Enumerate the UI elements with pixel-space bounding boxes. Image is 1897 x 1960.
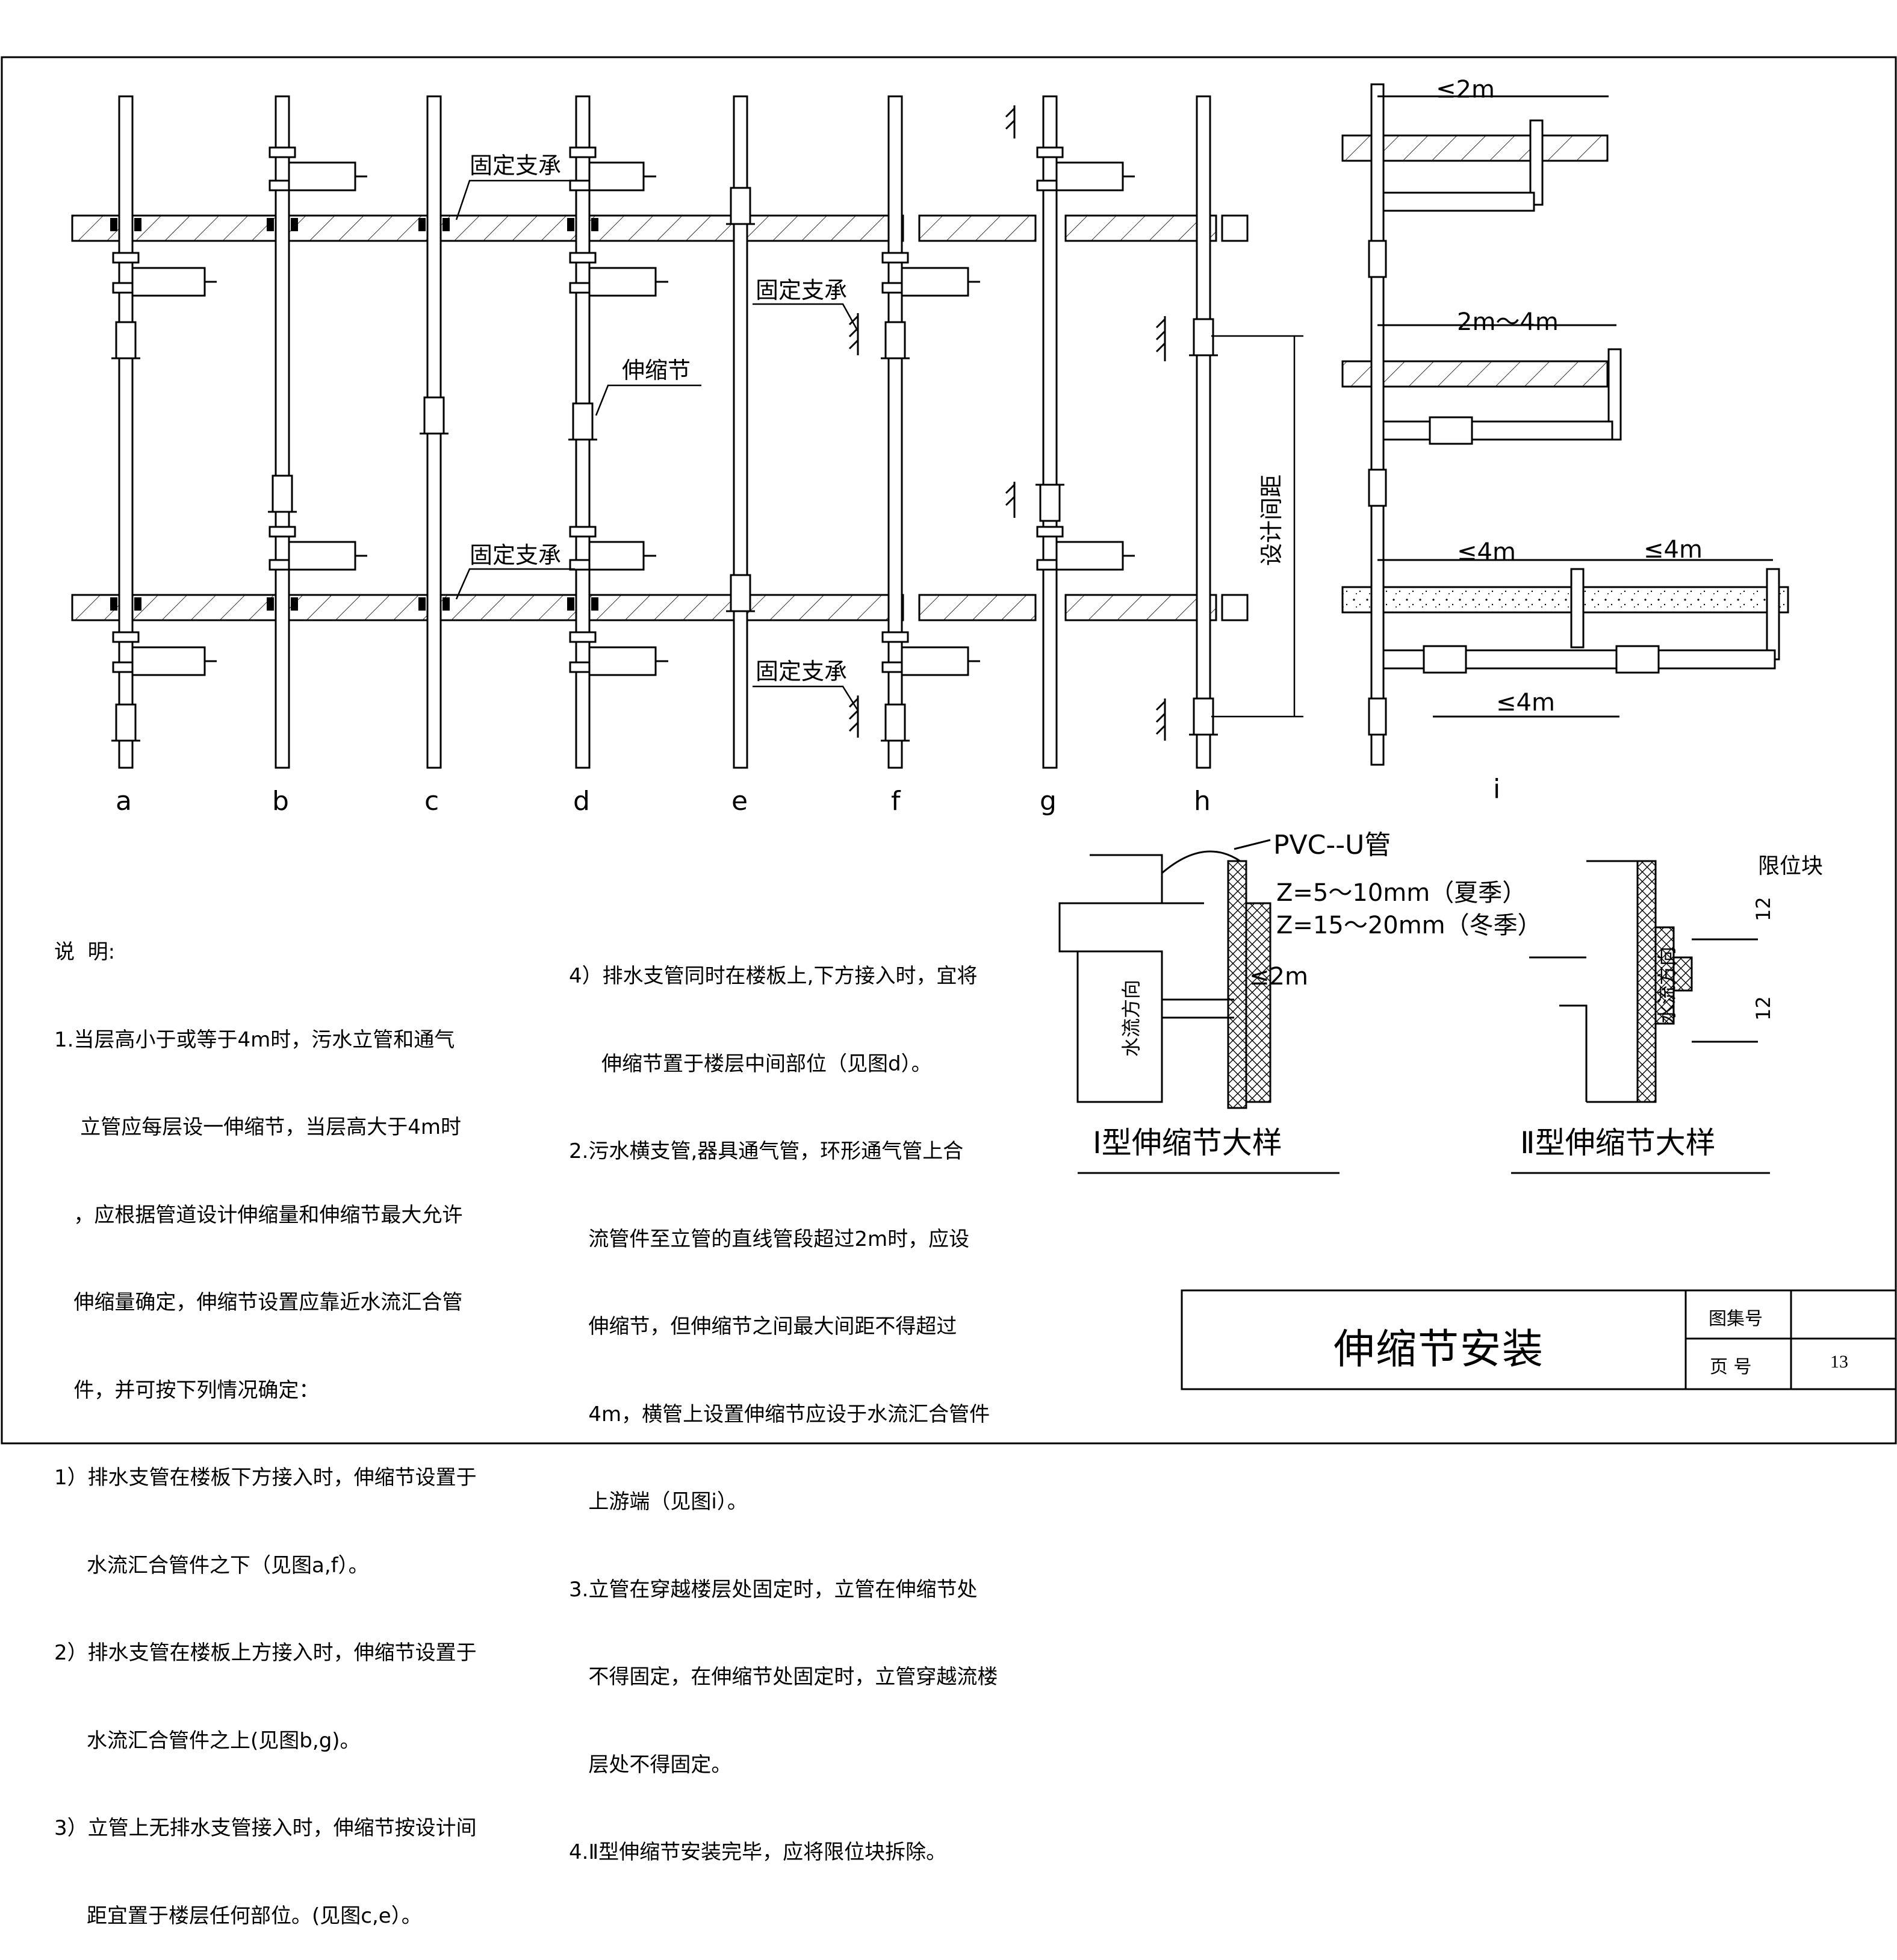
- label-le2m-detail: ≤2m: [1249, 963, 1308, 991]
- label-fixed-support-1: 固定支承: [470, 152, 561, 179]
- label-fixed-support-4: 固定支承: [756, 658, 847, 685]
- notes-line: 流管件至立管的直线管段超过2m时，应设: [569, 1227, 970, 1251]
- notes-line: 1.当层高小于或等于4m时，污水立管和通气: [54, 1027, 455, 1052]
- label-dim-12-upper: 12: [1752, 897, 1775, 921]
- column-label-i: i: [1493, 774, 1500, 804]
- label-water-flow-2: 水流方向: [1656, 947, 1678, 1024]
- design-spacing-dimension: [1211, 335, 1303, 718]
- notes-line: 2.污水横支管,器具通气管，环形通气管上合: [569, 1139, 964, 1163]
- notes-line: 距宜置于楼层任何部位。(见图c,e）。: [54, 1903, 422, 1928]
- label-pvc-u: PVC--U管: [1273, 830, 1391, 860]
- notes-line: 3.立管在穿越楼层处固定时，立管在伸缩节处: [569, 1577, 978, 1602]
- notes-line: 不得固定，在伸缩节处固定时，立管穿越流楼: [569, 1665, 998, 1689]
- detail-type-1: [1058, 839, 1271, 1109]
- atlas-number-label: 图集号: [1709, 1308, 1763, 1330]
- fixed-supports: [110, 218, 598, 611]
- column-label-f: f: [891, 786, 901, 817]
- label-design-spacing: 设计间距: [1258, 474, 1285, 566]
- column-label-h: h: [1194, 786, 1211, 817]
- dim-i-middle: 2m～4m: [1457, 308, 1559, 336]
- notes-line: 伸缩量确定，伸缩节设置应靠近水流汇合管: [54, 1290, 463, 1314]
- branch-tees: [112, 146, 1135, 676]
- label-fixed-support-2: 固定支承: [470, 542, 561, 568]
- expansion-joints: [111, 187, 1218, 742]
- column-label-b: b: [272, 786, 289, 817]
- drawing-sheet: 固定支承 固定支承 固定支承 固定支承 伸缩节 设计间距 a b c d e f…: [1, 56, 1897, 1445]
- notes-line: ，应根据管道设计伸缩量和伸缩节最大允许: [54, 1202, 463, 1227]
- wall-supports: [848, 105, 1166, 741]
- dim-i-bottom: ≤4m: [1496, 689, 1555, 717]
- notes-line: 3）立管上无排水支管接入时，伸缩节按设计间: [54, 1816, 477, 1840]
- detail-title-type-2: Ⅱ型伸缩节大样: [1520, 1125, 1716, 1160]
- notes-line: 伸缩节置于楼层中间部位（见图d）。: [569, 1051, 932, 1076]
- label-z-winter: Z=15～20mm（冬季）: [1276, 912, 1542, 939]
- notes-line: 层处不得固定。: [569, 1752, 732, 1777]
- label-dim-12-lower: 12: [1752, 996, 1775, 1021]
- notes-line: 2）排水支管在楼板上方接入时，伸缩节设置于: [54, 1641, 477, 1665]
- notes-heading: 说 明:: [54, 940, 116, 964]
- column-label-c: c: [424, 786, 439, 817]
- notes-line: 水流汇合管件之上(见图b,g)。: [54, 1728, 361, 1753]
- notes-line: 1）排水支管在楼板下方接入时，伸缩节设置于: [54, 1466, 477, 1490]
- detail-title-type-1: Ⅰ型伸缩节大样: [1093, 1125, 1282, 1160]
- notes-line: 水流汇合管件之下（见图a,f）。: [54, 1553, 369, 1578]
- page-number-label: 页 号: [1710, 1357, 1752, 1378]
- label-water-flow-1: 水流方向: [1120, 980, 1143, 1057]
- column-label-d: d: [573, 786, 590, 817]
- notes-line: 4）排水支管同时在楼板上,下方接入时，宜将: [569, 964, 978, 988]
- notes-line: 伸缩节，但伸缩节之间最大间距不得超过: [569, 1314, 957, 1339]
- label-z-summer: Z=5～10mm（夏季）: [1276, 879, 1526, 907]
- column-label-e: e: [731, 786, 748, 817]
- drawing-title: 伸缩节安装: [1333, 1326, 1545, 1374]
- floor-slabs: [71, 214, 1249, 621]
- sheet-border: [1, 56, 1897, 1445]
- label-limit-block: 限位块: [1758, 854, 1823, 879]
- notes-left: 说 明: 1.当层高小于或等于4m时，污水立管和通气 立管应每层设一伸缩节，当层…: [54, 879, 477, 1960]
- label-expansion-joint: 伸缩节: [622, 357, 691, 384]
- notes-line: 立管应每层设一伸缩节，当层高大于4m时: [54, 1115, 461, 1139]
- notes-line: 件，并可按下列情况确定：: [54, 1378, 320, 1402]
- title-block-frame: [1181, 1289, 1897, 1390]
- diagram-i: [1341, 83, 1789, 766]
- leader-lines: [455, 179, 859, 711]
- notes-line: 4m，横管上设置伸缩节应设于水流汇合管件: [569, 1402, 990, 1426]
- column-label-a: a: [116, 786, 132, 817]
- dim-i-top: ≤2m: [1436, 76, 1495, 104]
- detail-type-2: [1529, 860, 1758, 1103]
- notes-line: 上游端（见图i）。: [569, 1490, 748, 1514]
- label-fixed-support-3: 固定支承: [756, 277, 847, 303]
- notes-right: 4）排水支管同时在楼板上,下方接入时，宜将 伸缩节置于楼层中间部位（见图d）。 …: [569, 903, 998, 1896]
- stack-pipes: [118, 95, 1211, 769]
- column-label-g: g: [1040, 786, 1057, 817]
- notes-line: 4.Ⅱ型伸缩节安装完毕，应将限位块拆除。: [569, 1840, 947, 1864]
- page-number-value: 13: [1830, 1352, 1848, 1372]
- dim-i-right: ≤4m: [1644, 536, 1703, 564]
- dim-i-left: ≤4m: [1457, 538, 1516, 566]
